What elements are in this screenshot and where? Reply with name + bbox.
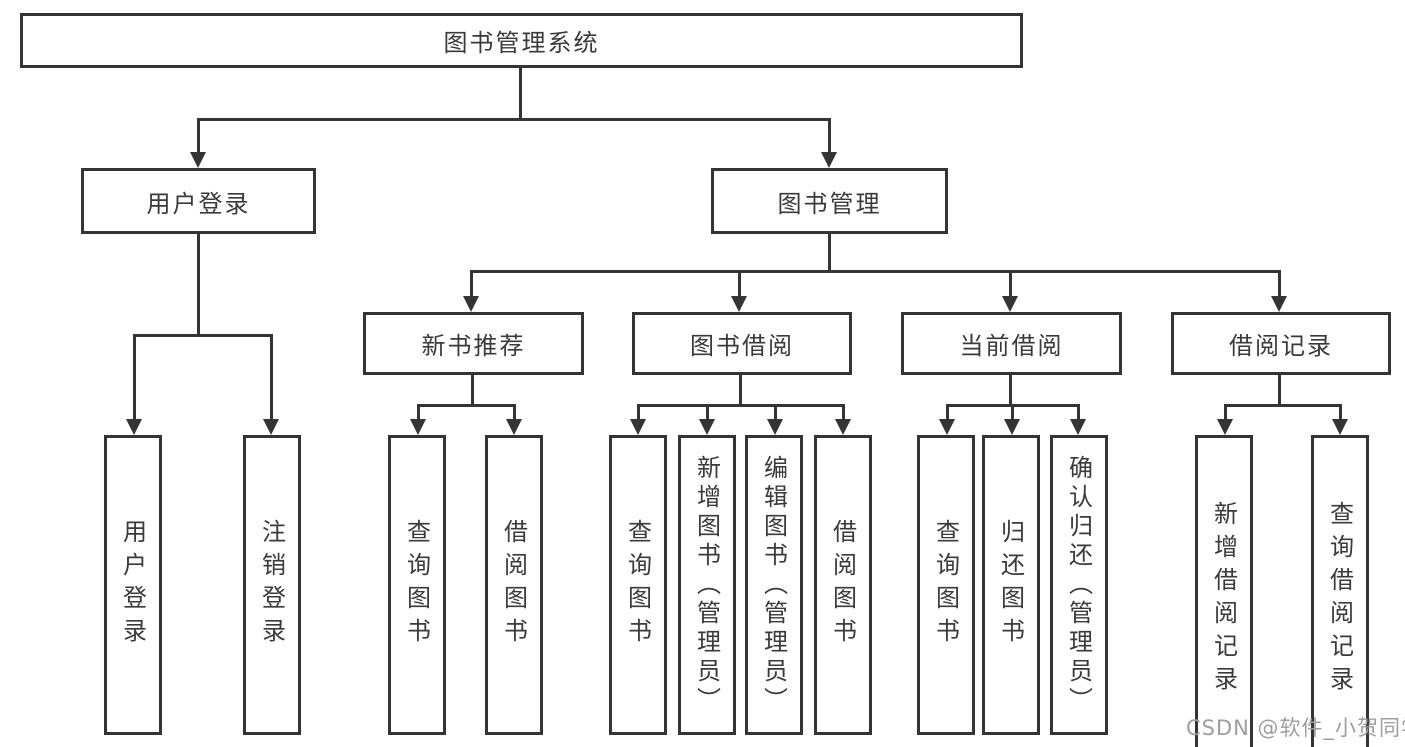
- leaf-label: 查询借阅记录: [1325, 501, 1354, 699]
- node-user-login: 用户登录: [81, 168, 316, 234]
- csdn-watermark: CSDN @软件_小贺同学: [1186, 716, 1405, 740]
- arrowhead-nb-search: [410, 419, 426, 435]
- arrowhead-leaf-logout: [263, 419, 279, 435]
- connector-user-login-split: [133, 334, 273, 337]
- arrowhead-current-borrow: [1002, 296, 1018, 312]
- connector-to-new-books: [470, 270, 473, 297]
- connector-book-mgmt-stem: [828, 234, 831, 273]
- arrowhead-cb-confirm: [1070, 419, 1086, 435]
- leaf-nb-search-book: 查询图书: [388, 435, 446, 735]
- arrowhead-book-borrow: [731, 296, 747, 312]
- connector-to-cb-confirm: [1077, 404, 1080, 421]
- node-label: 借阅记录: [1229, 332, 1333, 360]
- arrowhead-borrow-records: [1271, 296, 1287, 312]
- node-book-mgmt: 图书管理: [711, 168, 948, 234]
- leaf-label: 查询图书: [402, 519, 431, 651]
- connector-to-bb-search: [637, 404, 640, 421]
- connector-user-login-stem: [197, 234, 200, 336]
- arrowhead-br-search: [1332, 419, 1348, 435]
- connector-to-current-borrow: [1009, 270, 1012, 297]
- arrowhead-leaf-user-login: [126, 419, 142, 435]
- node-book-borrow: 图书借阅: [632, 312, 852, 375]
- leaf-cb-return-book: 归还图书: [982, 435, 1040, 735]
- connector-borrow-records-split: [1224, 404, 1341, 407]
- node-label: 当前借阅: [959, 332, 1064, 360]
- connector-book-borrow-split: [637, 404, 845, 407]
- arrowhead-user-login: [190, 152, 206, 168]
- connector-to-bb-borrow: [842, 404, 845, 421]
- leaf-bb-edit-book: 编辑图书（管理员）: [745, 435, 803, 735]
- leaf-label: 注销登录: [257, 519, 286, 651]
- connector-current-borrow-stem: [1009, 375, 1012, 407]
- connector-to-borrow-records: [1278, 270, 1281, 297]
- arrowhead-bb-edit: [767, 419, 783, 435]
- leaf-label: 用户登录: [118, 519, 147, 651]
- node-label: 用户登录: [146, 189, 251, 218]
- leaf-br-search-record: 查询借阅记录: [1311, 435, 1369, 747]
- connector-to-book-mgmt: [828, 118, 831, 154]
- leaf-bb-borrow-book: 借阅图书: [814, 435, 872, 735]
- connector-root-split: [197, 118, 831, 121]
- connector-to-cb-return: [1011, 404, 1014, 421]
- leaf-label: 新增图书（管理员）: [692, 454, 721, 716]
- connector-to-leaf-user-login: [133, 334, 136, 420]
- connector-new-books-stem: [471, 375, 474, 407]
- connector-to-user-login: [197, 118, 200, 154]
- node-new-books: 新书推荐: [363, 312, 584, 375]
- connector-to-br-search: [1339, 404, 1342, 421]
- arrowhead-nb-borrow: [506, 419, 522, 435]
- connector-book-mgmt-split: [470, 270, 1281, 273]
- leaf-label: 归还图书: [996, 519, 1025, 651]
- connector-book-borrow-stem: [739, 375, 742, 407]
- node-label: 图书借阅: [690, 332, 794, 360]
- arrowhead-bb-borrow: [835, 419, 851, 435]
- node-label: 新书推荐: [421, 332, 526, 360]
- node-borrow-records: 借阅记录: [1171, 312, 1391, 375]
- node-label: 图书管理系统: [443, 29, 600, 57]
- leaf-logout: 注销登录: [243, 435, 301, 735]
- leaf-label: 确认归还（管理员）: [1064, 454, 1093, 716]
- connector-to-bb-add: [706, 404, 709, 421]
- arrowhead-br-add: [1217, 419, 1233, 435]
- arrowhead-cb-search: [939, 419, 955, 435]
- connector-to-book-borrow: [738, 270, 741, 297]
- leaf-nb-borrow-book: 借阅图书: [485, 435, 543, 735]
- connector-borrow-records-stem: [1278, 375, 1281, 407]
- leaf-label: 查询图书: [623, 519, 652, 651]
- connector-to-cb-search: [946, 404, 949, 421]
- arrowhead-bb-search: [630, 419, 646, 435]
- leaf-cb-search-book: 查询图书: [917, 435, 975, 735]
- arrowhead-bb-add: [699, 419, 715, 435]
- connector-new-books-split: [417, 404, 516, 407]
- leaf-cb-confirm-return: 确认归还（管理员）: [1050, 435, 1108, 735]
- leaf-label: 新增借阅记录: [1209, 501, 1238, 699]
- arrowhead-new-books: [463, 296, 479, 312]
- connector-to-nb-borrow: [513, 404, 516, 421]
- leaf-br-add-record: 新增借阅记录: [1195, 435, 1253, 747]
- leaf-bb-search-book: 查询图书: [609, 435, 667, 735]
- leaf-label: 借阅图书: [828, 519, 857, 651]
- node-label: 图书管理: [777, 189, 882, 218]
- leaf-label: 编辑图书（管理员）: [759, 454, 788, 716]
- node-current-borrow: 当前借阅: [901, 312, 1122, 375]
- leaf-user-login: 用户登录: [104, 435, 162, 735]
- connector-to-bb-edit: [774, 404, 777, 421]
- leaf-label: 查询图书: [931, 519, 960, 651]
- connector-to-br-add: [1224, 404, 1227, 421]
- node-root-library-system: 图书管理系统: [20, 13, 1023, 68]
- arrowhead-book-mgmt: [821, 152, 837, 168]
- arrowhead-cb-return: [1004, 419, 1020, 435]
- leaf-bb-add-book: 新增图书（管理员）: [678, 435, 736, 735]
- connector-to-nb-search: [417, 404, 420, 421]
- connector-to-leaf-logout: [270, 334, 273, 420]
- connector-root-stem: [519, 68, 522, 118]
- leaf-label: 借阅图书: [499, 519, 528, 651]
